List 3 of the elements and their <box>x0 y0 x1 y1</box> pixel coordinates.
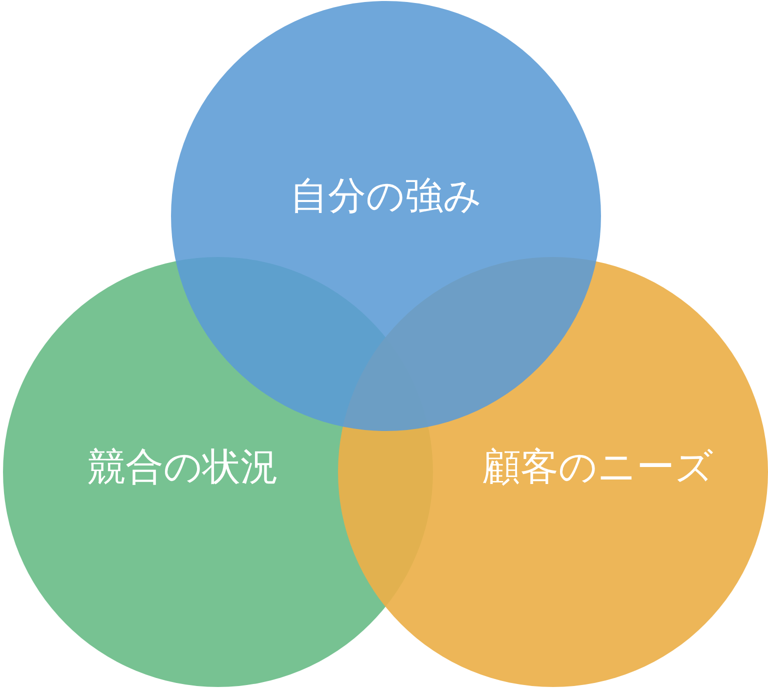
circle-label: 自分の強み <box>290 172 482 220</box>
circle-label: 競合の状況 <box>88 444 278 490</box>
circle-label: 顧客のニーズ <box>482 444 714 490</box>
